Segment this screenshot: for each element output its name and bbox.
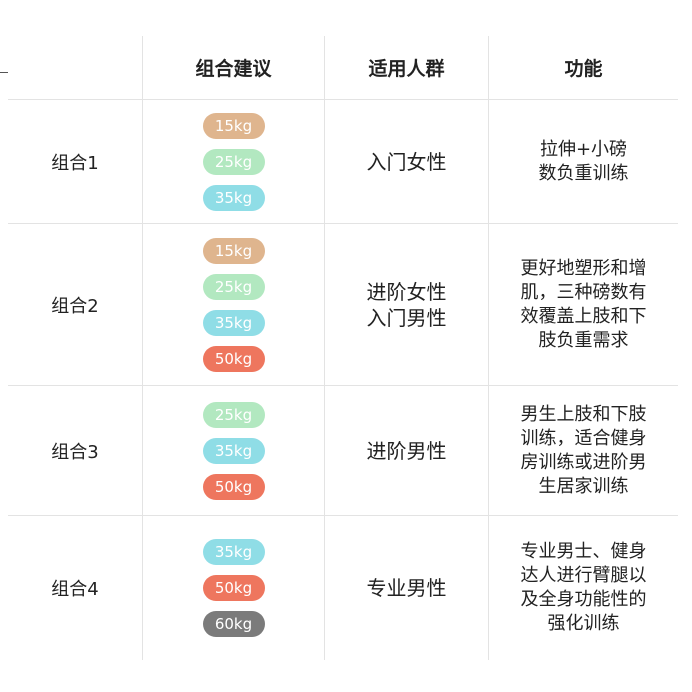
header-combination: 组合建议 — [142, 36, 324, 100]
weight-pill: 15kg — [202, 237, 265, 264]
row-4-weights: 35kg 50kg 60kg — [142, 516, 324, 660]
row-4-crowd: 专业男性 — [324, 516, 488, 660]
crowd-line: 进阶男性 — [366, 438, 447, 463]
function-line: 及全身功能性的 — [520, 589, 647, 610]
row-1-weights: 15kg 25kg 35kg — [142, 100, 324, 224]
function-line: 训练，适合健身 — [520, 427, 647, 449]
row-4-function: 专业男士、健身达人进行臂腿以及全身功能性的强化训练 — [488, 516, 678, 660]
function-line: 专业男士、健身 — [520, 541, 647, 562]
function-line: 更好地塑形和增 — [520, 257, 647, 279]
weight-pill: 50kg — [202, 345, 265, 372]
function-line: 男生上肢和下肢 — [520, 403, 647, 425]
row-3-weights: 25kg 35kg 50kg — [142, 386, 324, 516]
row-2-crowd: 进阶女性入门男性 — [324, 224, 488, 386]
function-line: 肢负重需求 — [538, 329, 629, 351]
weight-pill: 50kg — [202, 575, 265, 601]
left-edge-mark — [0, 72, 8, 73]
weight-pill: 60kg — [202, 611, 265, 637]
weight-pill: 15kg — [202, 112, 265, 139]
weight-pill-stack: 25kg 35kg 50kg — [202, 401, 265, 500]
row-3-name: 组合3 — [8, 386, 142, 516]
weight-pill: 35kg — [202, 309, 265, 336]
row-2-name: 组合2 — [8, 224, 142, 386]
crowd-line: 进阶女性 — [366, 279, 447, 304]
weight-pill: 25kg — [202, 273, 265, 300]
function-line: 强化训练 — [547, 613, 620, 634]
row-1-name: 组合1 — [8, 100, 142, 224]
combination-table: 组合建议 适用人群 功能 组合1 15kg 25kg 35kg 入门女性 拉伸+小磅数负重… — [8, 36, 678, 660]
weight-pill: 25kg — [202, 148, 265, 175]
crowd-line: 入门女性 — [366, 149, 447, 174]
weight-pill-stack: 15kg 25kg 35kg — [202, 112, 265, 211]
header-crowd: 适用人群 — [324, 36, 488, 100]
weight-pill-stack: 35kg 50kg 60kg — [202, 539, 265, 637]
row-2-function: 更好地塑形和增肌，三种磅数有效覆盖上肢和下肢负重需求 — [488, 224, 678, 386]
function-line: 拉伸+小磅 — [539, 138, 628, 160]
function-line: 肌，三种磅数有 — [520, 281, 647, 303]
weight-pill: 35kg — [202, 539, 265, 565]
weight-pill: 50kg — [202, 473, 265, 500]
function-line: 达人进行臂腿以 — [520, 565, 647, 586]
weight-pill: 35kg — [202, 437, 265, 464]
function-line: 数负重训练 — [538, 162, 629, 184]
header-function: 功能 — [488, 36, 678, 100]
header-blank — [8, 36, 142, 100]
row-1-function: 拉伸+小磅数负重训练 — [488, 100, 678, 224]
row-4-name: 组合4 — [51, 579, 99, 600]
crowd-line: 专业男性 — [366, 576, 447, 600]
row-2-weights: 15kg 25kg 35kg 50kg — [142, 224, 324, 386]
row-3-crowd: 进阶男性 — [324, 386, 488, 516]
function-line: 效覆盖上肢和下 — [520, 305, 647, 327]
row-3-function: 男生上肢和下肢训练，适合健身房训练或进阶男生居家训练 — [488, 386, 678, 516]
weight-pill: 25kg — [202, 401, 265, 428]
row-1-crowd: 入门女性 — [324, 100, 488, 224]
weight-pill-stack: 15kg 25kg 35kg 50kg — [202, 237, 265, 372]
weight-pill: 35kg — [202, 184, 265, 211]
function-line: 房训练或进阶男 — [520, 451, 647, 473]
function-line: 生居家训练 — [538, 475, 629, 497]
crowd-line: 入门男性 — [366, 305, 447, 330]
